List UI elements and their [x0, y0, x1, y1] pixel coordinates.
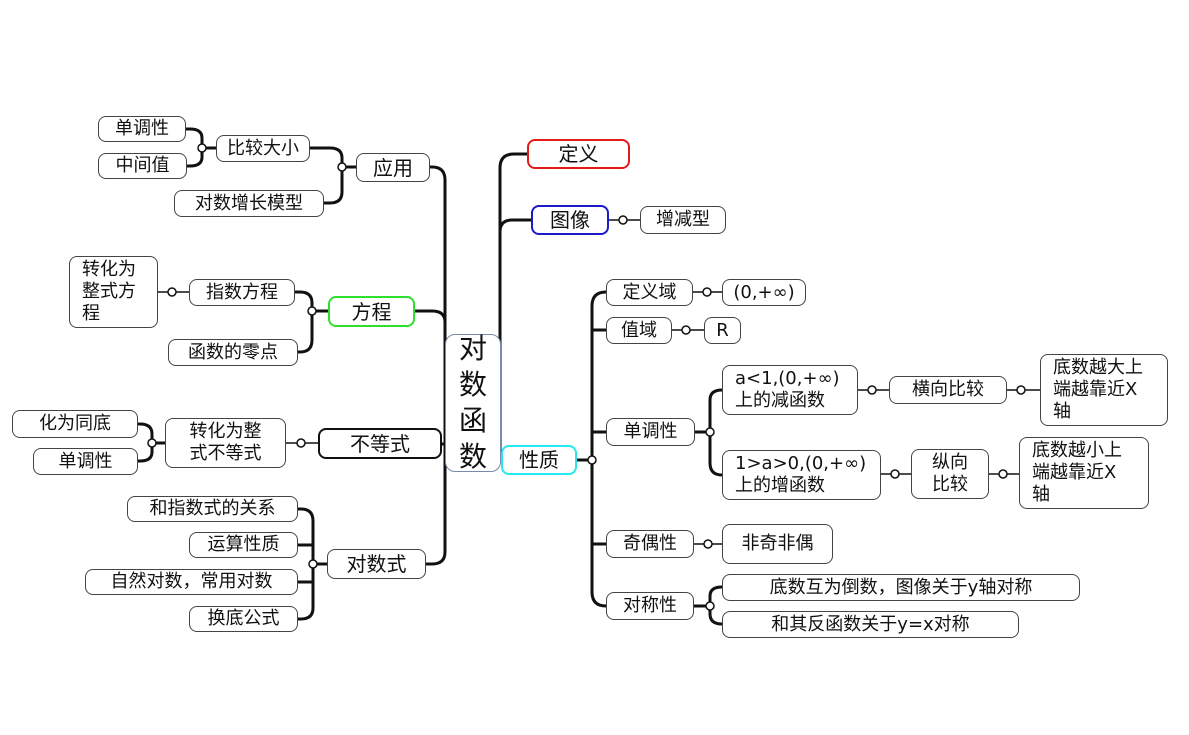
- joint-mono-a: [867, 385, 877, 395]
- joint-mono-a-cmp: [1016, 385, 1026, 395]
- mono-a-result-line-1: 底数越大上: [1053, 357, 1143, 378]
- joint-mono: [705, 427, 715, 437]
- node-range-value[interactable]: R: [704, 317, 741, 344]
- center-char-4: 数: [458, 440, 487, 473]
- mono-b-compare-line-2: 比较: [932, 474, 968, 495]
- link-eq-sub: [293, 290, 330, 354]
- link-center-logexpr: [424, 446, 447, 566]
- mono-b-result-line-1: 底数越小上: [1032, 440, 1122, 461]
- node-growth-model[interactable]: 对数增长模型: [174, 190, 324, 217]
- node-application[interactable]: 应用: [356, 153, 430, 182]
- joint-compare: [197, 143, 207, 153]
- node-parity[interactable]: 奇偶性: [606, 530, 694, 558]
- node-mono-a[interactable]: a<1,(0,+∞) 上的减函数: [722, 365, 858, 415]
- link-center-application: [428, 165, 447, 450]
- joint-inequality: [296, 438, 306, 448]
- node-zeros[interactable]: 函数的零点: [168, 339, 298, 366]
- link-center-graph: [498, 218, 533, 332]
- mono-a-result-line-2: 端越靠近X: [1053, 379, 1138, 400]
- link-center-equation: [413, 309, 447, 332]
- node-change-base[interactable]: 换底公式: [189, 606, 298, 632]
- node-to-integral-ineq[interactable]: 转化为整 式不等式: [165, 418, 286, 468]
- node-symmetry-b[interactable]: 和其反函数关于y=x对称: [722, 611, 1019, 638]
- link-prop-spine: [590, 290, 608, 608]
- to-integral-ineq-line-1: 转化为整: [189, 421, 262, 442]
- node-range[interactable]: 值域: [606, 317, 672, 344]
- to-integral-line-3: 程: [82, 303, 100, 324]
- mono-a-line-2: 上的减函数: [735, 390, 825, 411]
- joint-logexpr: [308, 559, 318, 569]
- node-operations[interactable]: 运算性质: [189, 532, 298, 558]
- node-compare-mono[interactable]: 单调性: [98, 116, 186, 142]
- node-equation[interactable]: 方程: [328, 296, 415, 327]
- node-definition[interactable]: 定义: [527, 139, 630, 169]
- mono-b-line-1: 1>a>0,(0,+∞): [735, 453, 867, 474]
- node-mono-b[interactable]: 1>a>0,(0,+∞) 上的增函数: [722, 450, 881, 500]
- node-domain[interactable]: 定义域: [606, 279, 693, 306]
- node-graph[interactable]: 图像: [531, 205, 609, 235]
- node-compare-mid[interactable]: 中间值: [98, 153, 187, 179]
- mono-a-line-1: a<1,(0,+∞): [735, 368, 840, 389]
- node-inequality[interactable]: 不等式: [318, 428, 442, 459]
- mono-b-compare-line-1: 纵向: [932, 452, 968, 473]
- mono-b-line-2: 上的增函数: [735, 475, 825, 496]
- node-parity-value[interactable]: 非奇非偶: [722, 524, 833, 564]
- node-mono-b-compare[interactable]: 纵向 比较: [911, 449, 989, 499]
- node-ineq-mono[interactable]: 单调性: [33, 448, 138, 475]
- center-char-3: 函: [458, 404, 487, 437]
- mono-a-result-line-3: 轴: [1053, 401, 1071, 422]
- node-same-base[interactable]: 化为同底: [12, 410, 138, 438]
- joint-ineq-integral: [147, 438, 157, 448]
- joint-range: [681, 325, 691, 335]
- node-natural-common[interactable]: 自然对数，常用对数: [85, 569, 298, 595]
- center-topic[interactable]: 对 数 函 数: [445, 332, 501, 473]
- node-log-expr[interactable]: 对数式: [327, 549, 426, 579]
- center-char-1: 对: [458, 332, 487, 365]
- joint-equation: [307, 306, 317, 316]
- to-integral-line-1: 转化为: [82, 259, 136, 280]
- node-to-integral[interactable]: 转化为 整式方 程: [69, 256, 158, 328]
- node-compare[interactable]: 比较大小: [216, 135, 310, 162]
- joint-mono-b: [890, 469, 900, 479]
- joint-properties: [587, 455, 597, 465]
- link-center-definition: [498, 152, 529, 450]
- node-exp-equation[interactable]: 指数方程: [189, 279, 295, 306]
- node-symmetry[interactable]: 对称性: [606, 592, 694, 620]
- node-relation-exp[interactable]: 和指数式的关系: [127, 496, 298, 522]
- to-integral-ineq-line-2: 式不等式: [189, 443, 262, 464]
- link-logexpr-sub: [296, 507, 329, 621]
- node-mono-a-result[interactable]: 底数越大上 端越靠近X 轴: [1040, 354, 1168, 426]
- mono-b-result-line-2: 端越靠近X: [1032, 462, 1117, 483]
- joint-domain: [702, 287, 712, 297]
- node-domain-value[interactable]: (0,+∞): [722, 279, 806, 306]
- center-char-2: 数: [458, 368, 487, 401]
- node-graph-child[interactable]: 增减型: [640, 206, 726, 234]
- node-mono-a-compare[interactable]: 横向比较: [889, 376, 1007, 404]
- joint-symmetry: [705, 601, 715, 611]
- joint-application: [337, 162, 347, 172]
- node-mono-b-result[interactable]: 底数越小上 端越靠近X 轴: [1019, 437, 1149, 509]
- joint-mono-b-cmp: [998, 469, 1008, 479]
- node-properties[interactable]: 性质: [501, 445, 577, 475]
- node-monotonicity[interactable]: 单调性: [606, 418, 695, 446]
- to-integral-line-2: 整式方: [82, 281, 136, 302]
- joint-exp-eq: [167, 287, 177, 297]
- joint-graph: [618, 215, 628, 225]
- node-symmetry-a[interactable]: 底数互为倒数，图像关于y轴对称: [722, 574, 1080, 601]
- joint-parity: [703, 539, 713, 549]
- mono-b-result-line-3: 轴: [1032, 484, 1050, 505]
